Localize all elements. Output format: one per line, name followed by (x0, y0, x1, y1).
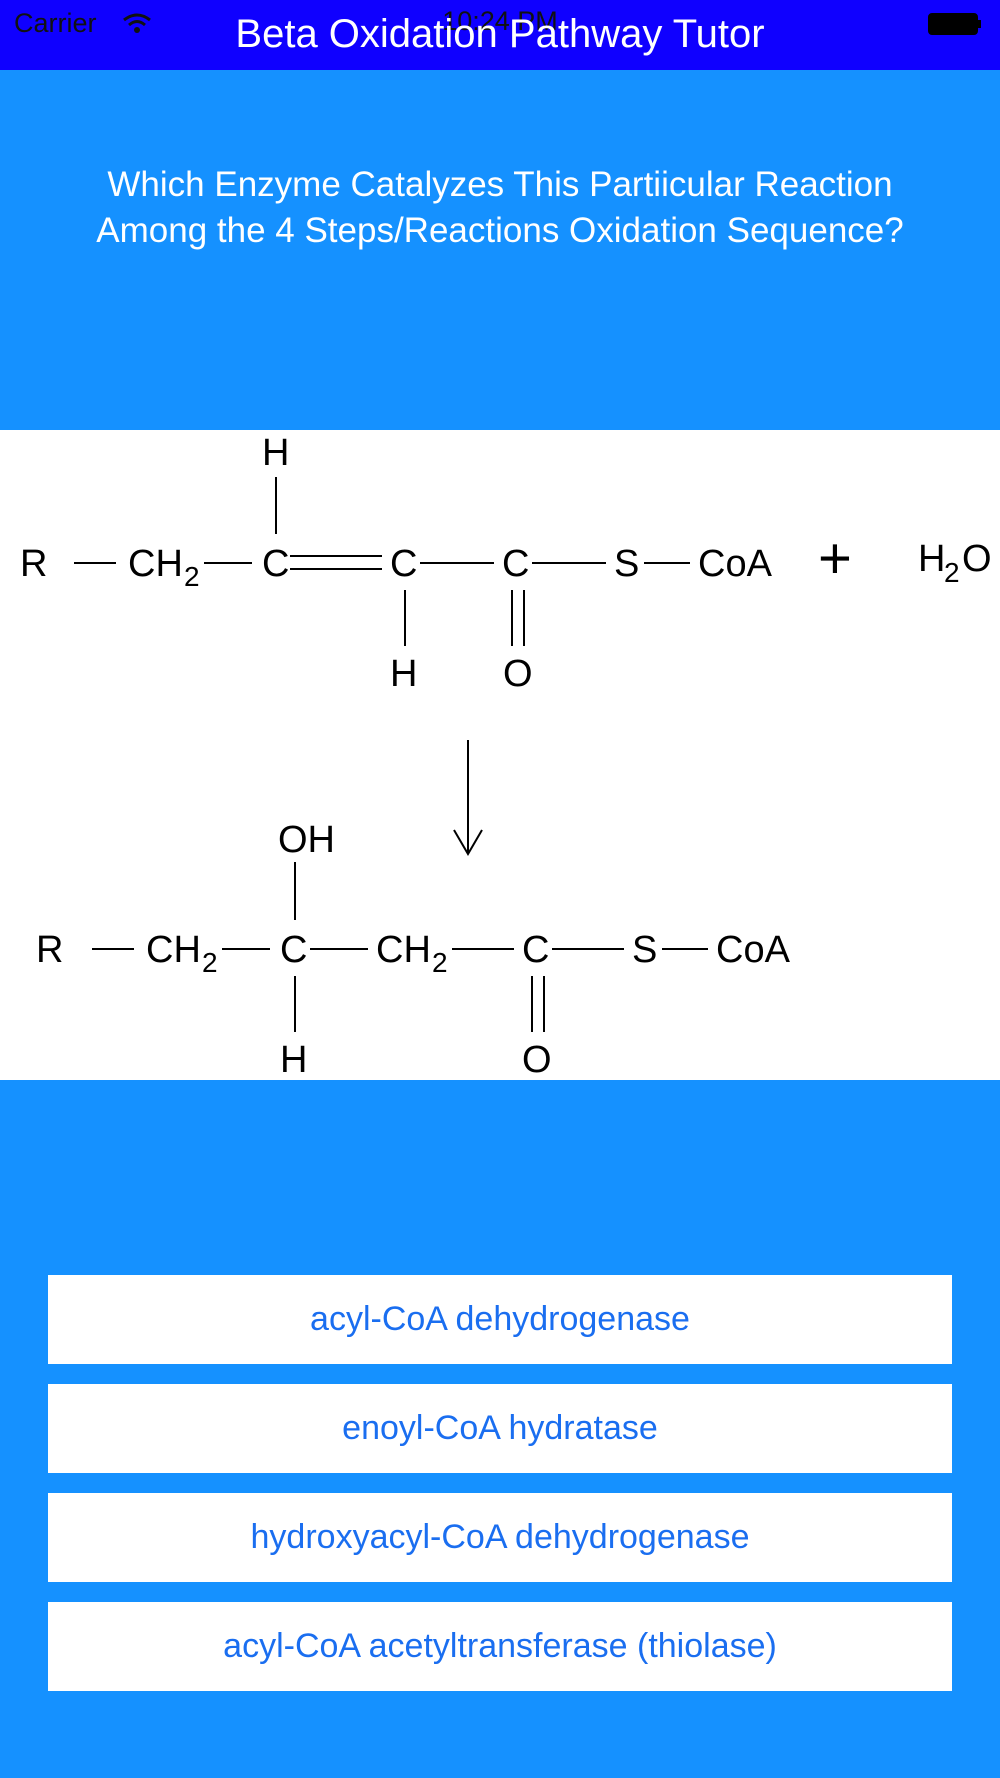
product-oh: OH (278, 819, 335, 861)
reaction-diagram: R CH 2 C C C S CoA H H O + (0, 430, 1000, 1080)
reactant-h-top: H (262, 432, 289, 474)
answer-button-4[interactable]: acyl-CoA acetyltransferase (thiolase) (48, 1602, 952, 1691)
product-coa: CoA (716, 929, 791, 971)
reactant-c-alpha: C (262, 543, 289, 585)
water-h: H (918, 538, 945, 580)
reactant-coa: CoA (698, 543, 773, 585)
product-ch2-first-subscript: 2 (202, 947, 218, 978)
product-structure: R CH 2 C CH 2 C S CoA OH H O (36, 819, 791, 1080)
water-o: O (962, 538, 992, 580)
plus-sign: + (818, 526, 852, 591)
reactant-c-beta: C (390, 543, 417, 585)
reactant-r: R (20, 543, 47, 585)
product-o: O (522, 1039, 552, 1080)
answer-button-3[interactable]: hydroxyacyl-CoA dehydrogenase (48, 1493, 952, 1582)
product-ch2-first: CH (146, 929, 201, 971)
reactant-structure: R CH 2 C C C S CoA H H O (20, 432, 773, 695)
question-line-2: Among the 4 Steps/Reactions Oxidation Se… (96, 211, 904, 250)
water-subscript: 2 (944, 557, 960, 588)
product-r: R (36, 929, 63, 971)
carrier-label: Carrier (14, 8, 97, 38)
product-c-carbonyl: C (522, 929, 549, 971)
product-ch2-second-subscript: 2 (432, 947, 448, 978)
wifi-icon (123, 13, 151, 33)
status-bar: Carrier 10:24 PM Beta Oxidation Pathway … (0, 0, 1000, 70)
answer-button-1[interactable]: acyl-CoA dehydrogenase (48, 1275, 952, 1364)
reactant-c-carbonyl: C (502, 543, 529, 585)
product-ch2-second: CH (376, 929, 431, 971)
reactant-ch2-subscript: 2 (184, 561, 200, 592)
answer-options: acyl-CoA dehydrogenase enoyl-CoA hydrata… (48, 1275, 952, 1711)
battery-icon (928, 13, 981, 35)
reactant-o: O (503, 653, 533, 695)
product-h-bottom: H (280, 1039, 307, 1080)
reactant-h-bottom: H (390, 653, 417, 695)
reaction-arrow-icon (453, 740, 483, 856)
product-s: S (632, 929, 657, 971)
reactant-s: S (614, 543, 639, 585)
app-title: Beta Oxidation Pathway Tutor (235, 12, 765, 56)
question-line-1: Which Enzyme Catalyzes This Partiicular … (107, 165, 893, 204)
answer-button-2[interactable]: enoyl-CoA hydratase (48, 1384, 952, 1473)
reaction-svg: R CH 2 C C C S CoA H H O + (20, 432, 992, 1080)
water-molecule: H 2 O (918, 538, 992, 588)
question-text: Which Enzyme Catalyzes This Partiicular … (0, 162, 1000, 254)
product-c-hydroxyl: C (280, 929, 307, 971)
status-time: 10:24 PM (442, 6, 558, 36)
reactant-ch2: CH (128, 543, 183, 585)
